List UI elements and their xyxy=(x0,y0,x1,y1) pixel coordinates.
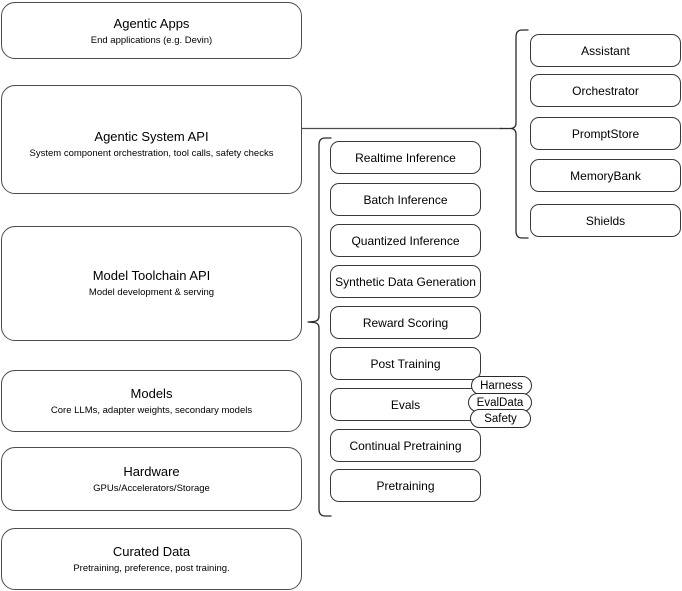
layer-subtitle: Core LLMs, adapter weights, secondary mo… xyxy=(50,405,253,416)
pill-label: Synthetic Data Generation xyxy=(335,274,476,289)
pill-label: Continual Pretraining xyxy=(349,438,462,453)
pill-label: Batch Inference xyxy=(363,192,448,207)
system-pill-promptstore[interactable]: PromptStore xyxy=(530,117,681,150)
layer-curated-data[interactable]: Curated Data Pretraining, preference, po… xyxy=(1,528,302,590)
toolchain-pill-synthetic-data-generation[interactable]: Synthetic Data Generation xyxy=(330,265,481,298)
toolchain-pill-continual-pretraining[interactable]: Continual Pretraining xyxy=(330,429,481,462)
pill-label: Realtime Inference xyxy=(355,150,456,165)
layer-title: Hardware xyxy=(123,464,180,479)
pill-label: Orchestrator xyxy=(572,83,639,98)
layer-subtitle: Pretraining, preference, post training. xyxy=(73,563,230,574)
layer-subtitle: GPUs/Accelerators/Storage xyxy=(93,483,210,494)
system-pill-orchestrator[interactable]: Orchestrator xyxy=(530,74,681,107)
toolchain-pill-reward-scoring[interactable]: Reward Scoring xyxy=(330,306,481,339)
pill-label: Post Training xyxy=(370,356,441,371)
layer-title: Agentic System API xyxy=(94,129,209,144)
toolchain-pill-quantized-inference[interactable]: Quantized Inference xyxy=(330,224,481,257)
pill-label: Shields xyxy=(585,213,626,228)
layer-model-toolchain-api[interactable]: Model Toolchain API Model development & … xyxy=(1,226,302,341)
toolchain-pill-post-training[interactable]: Post Training xyxy=(330,347,481,380)
layer-title: Models xyxy=(130,386,173,401)
toolchain-pill-pretraining[interactable]: Pretraining xyxy=(330,469,481,502)
layer-subtitle: End applications (e.g. Devin) xyxy=(90,34,213,46)
pill-label: Assistant xyxy=(581,43,630,58)
pill-label: Pretraining xyxy=(376,478,435,493)
layer-subtitle: Model development & serving xyxy=(88,287,215,298)
system-pill-memorybank[interactable]: MemoryBank xyxy=(530,159,681,192)
layer-models[interactable]: Models Core LLMs, adapter weights, secon… xyxy=(1,370,302,432)
bracket-system-components xyxy=(500,28,530,240)
layer-title: Curated Data xyxy=(112,544,191,559)
evals-subpill-evaldata[interactable]: EvalData xyxy=(468,393,532,412)
layer-hardware[interactable]: Hardware GPUs/Accelerators/Storage xyxy=(1,447,302,511)
pill-label: Reward Scoring xyxy=(362,315,449,330)
evals-subpill-safety[interactable]: Safety xyxy=(470,409,531,428)
pill-label: Quantized Inference xyxy=(351,233,460,248)
toolchain-pill-batch-inference[interactable]: Batch Inference xyxy=(330,183,481,216)
toolchain-pill-realtime-inference[interactable]: Realtime Inference xyxy=(330,141,481,174)
subpill-label: EvalData xyxy=(476,396,524,409)
layer-title: Agentic Apps xyxy=(113,15,190,31)
layer-subtitle: System component orchestration, tool cal… xyxy=(29,148,274,159)
layer-agentic-apps[interactable]: Agentic Apps End applications (e.g. Devi… xyxy=(1,2,302,59)
pill-label: MemoryBank xyxy=(570,168,641,183)
pill-label: Evals xyxy=(390,397,421,412)
bracket-toolchain-components xyxy=(303,136,333,518)
pill-label: PromptStore xyxy=(571,126,640,141)
system-pill-shields[interactable]: Shields xyxy=(530,204,681,237)
layer-agentic-system-api[interactable]: Agentic System API System component orch… xyxy=(1,85,302,194)
subpill-label: Safety xyxy=(484,412,517,425)
system-pill-assistant[interactable]: Assistant xyxy=(530,34,681,67)
evals-subpill-harness[interactable]: Harness xyxy=(471,376,532,395)
layer-title: Model Toolchain API xyxy=(92,268,211,283)
subpill-label: Harness xyxy=(480,379,523,392)
connector-system-api-to-components xyxy=(302,124,502,133)
toolchain-pill-evals[interactable]: Evals xyxy=(330,388,481,421)
